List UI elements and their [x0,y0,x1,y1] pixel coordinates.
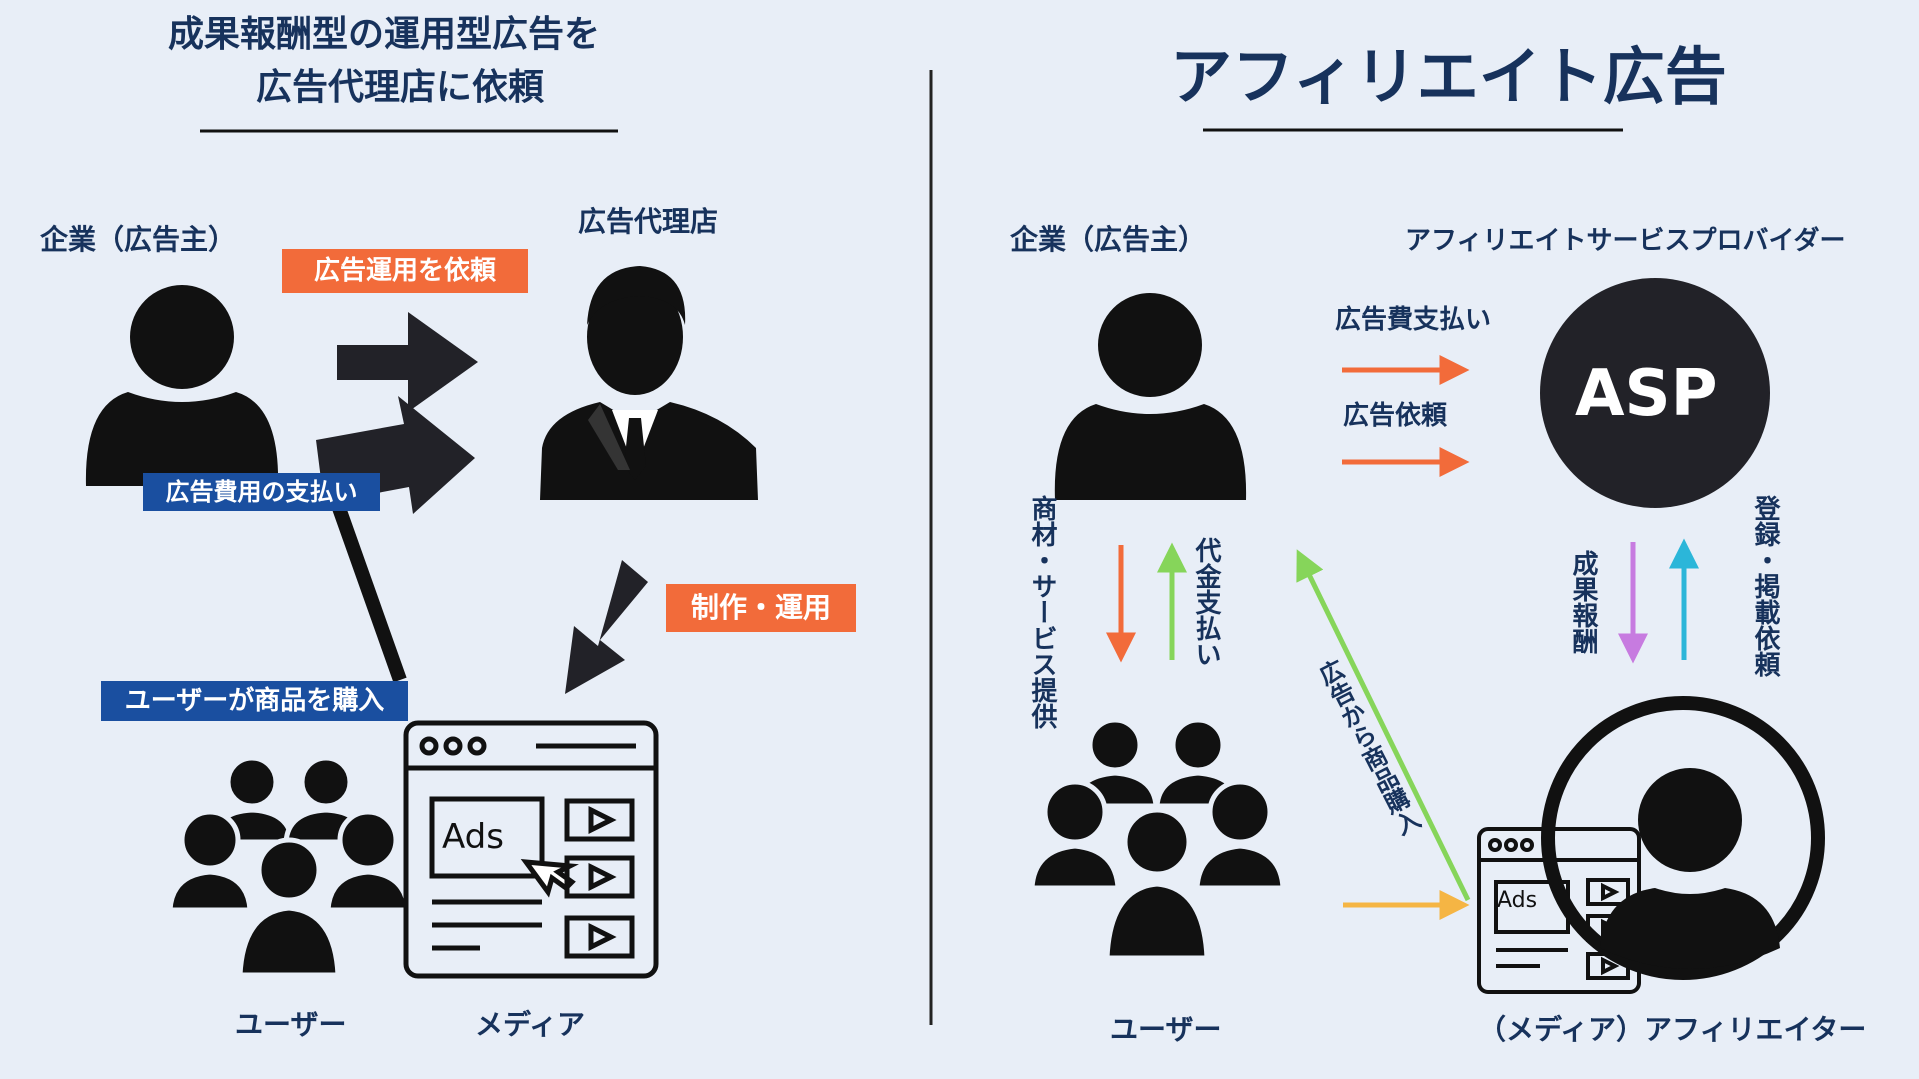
left-title-line2: 広告代理店に依頼 [256,67,545,108]
purchase-line [332,505,407,683]
businessman-icon [540,266,758,500]
crowd-icon [167,755,411,978]
reward-label: 成果報酬 [1568,550,1598,654]
left-title-line1: 成果報酬型の運用型広告を [168,14,601,55]
user-label-right: ユーザー [1110,1013,1222,1046]
tag-payment: 広告費用の支払い [143,473,380,511]
advertiser-person-icon [85,285,279,486]
tag-request: 広告運用を依頼 [282,249,528,293]
tag-production: 制作・運用 [666,584,856,632]
affiliate-label: （メディア）アフィリエイター [1478,1013,1867,1046]
right-title: アフィリエイト広告 [1170,40,1727,113]
ads-text-right: Ads [1497,888,1538,913]
tag-purchase: ユーザーが商品を購入 [101,681,408,721]
asp-label: アフィリエイトサービスプロバイダー [1405,226,1846,256]
purchase-diagonal-arrow [1296,549,1471,902]
ads-text: Ads [442,817,504,857]
media-label: メディア [475,1008,586,1041]
profile-ring-icon [1541,696,1825,980]
advertiser-label-right: 企業（広告主） [1010,223,1207,256]
crowd-icon-right [1029,717,1286,961]
web-ads-icon [403,720,659,979]
asp-circle [1540,278,1770,508]
fee-label: 広告費支払い [1335,305,1492,335]
agency-label: 広告代理店 [578,205,719,238]
advertiser-label: 企業（広告主） [40,223,237,256]
goods-label: 商材・サービス提供 [1027,495,1057,729]
production-arrow-icon [565,560,648,694]
payment-vertical-label: 代金支払い [1191,537,1221,667]
advertiser-person-icon-right [1054,293,1247,500]
request-arrow-icon [337,312,478,412]
user-label: ユーザー [235,1008,347,1041]
asp-circle-text: ASP [1575,357,1718,431]
register-label: 登録・掲載依頼 [1750,495,1780,677]
request-label: 広告依頼 [1343,401,1448,431]
